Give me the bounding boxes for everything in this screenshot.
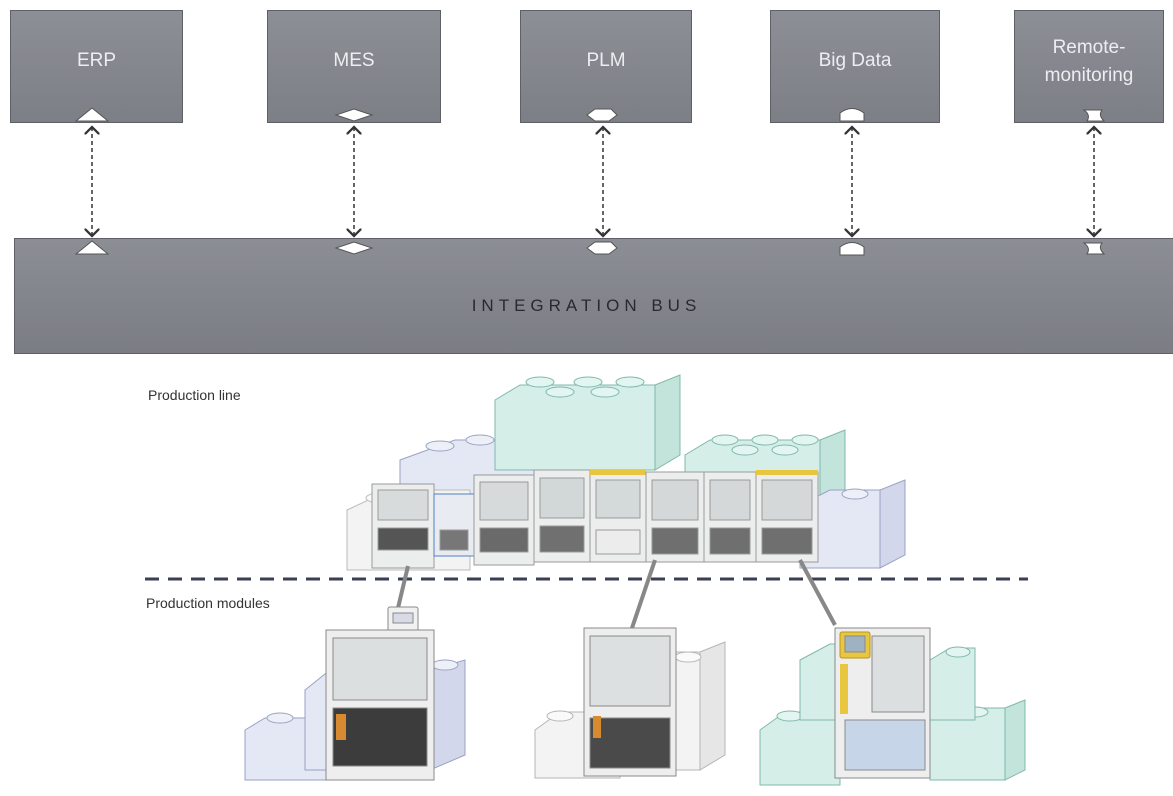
erp-label: ERP <box>76 50 117 71</box>
erp-box: ERP <box>10 10 183 123</box>
module-link-1 <box>396 565 410 609</box>
remote-monitoring-label-line2: monitoring <box>1044 65 1134 86</box>
bus-pentagon-icon <box>586 241 618 255</box>
bus-triangle-icon <box>74 240 110 255</box>
big-data-dome-icon <box>839 108 865 122</box>
module-2-machine <box>583 627 677 777</box>
module-1-machine <box>325 606 435 781</box>
remote-monitoring-box: Remote- monitoring <box>1014 10 1164 123</box>
mes-box: MES <box>267 10 441 123</box>
module-link-2 <box>630 559 657 629</box>
bus-dome-icon <box>839 242 865 256</box>
production-modules-label: Production modules <box>146 595 270 611</box>
integration-bus-label: INTEGRATION BUS <box>471 296 702 315</box>
remote-monitoring-label-line1: Remote- <box>1052 37 1126 58</box>
remote-scroll-icon <box>1082 109 1106 122</box>
big-data-label: Big Data <box>818 50 892 71</box>
big-data-box: Big Data <box>770 10 940 123</box>
lavender-right-block <box>799 479 906 569</box>
teal-top-block <box>494 374 681 471</box>
mes-label: MES <box>333 50 375 71</box>
bus-diamond-icon <box>334 241 374 255</box>
plm-pentagon-icon <box>586 108 618 122</box>
plm-box: PLM <box>520 10 692 123</box>
mes-diamond-icon <box>334 108 374 122</box>
plm-label: PLM <box>586 50 626 71</box>
integration-bus <box>14 238 1173 354</box>
erp-triangle-icon <box>74 107 110 122</box>
production-line-machines <box>371 469 819 569</box>
module-link-3 <box>798 559 837 626</box>
module-3-machine <box>834 627 931 779</box>
production-line-label: Production line <box>148 387 241 403</box>
bus-scroll-icon <box>1082 242 1106 255</box>
